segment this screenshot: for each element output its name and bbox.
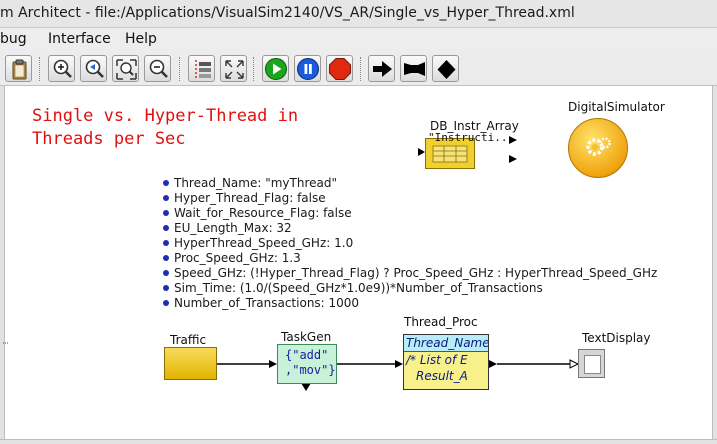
menu-bar: bug Interface Help xyxy=(0,28,717,52)
title-bar: m Architect - file:/Applications/VisualS… xyxy=(0,0,717,28)
db-instr-array-block[interactable] xyxy=(425,138,475,169)
zoom-fit-button[interactable] xyxy=(112,55,139,82)
taskgen-line-2: ,"mov"} xyxy=(285,363,336,377)
menu-help[interactable]: Help xyxy=(125,31,157,47)
zoom-in-button[interactable] xyxy=(48,55,75,82)
param-proc-speed[interactable]: Proc_Speed_GHz: 1.3 xyxy=(163,251,657,266)
zoom-out-icon xyxy=(149,59,168,78)
stop-icon xyxy=(329,58,351,80)
window-title: m Architect - file:/Applications/VisualS… xyxy=(0,5,575,21)
clipboard-icon xyxy=(12,59,27,80)
menu-debug[interactable]: bug xyxy=(0,31,27,47)
fullscreen-icon xyxy=(225,60,244,79)
db-instr-array-value: "Instructi.. xyxy=(428,131,508,144)
annotation-line-2[interactable]: Threads per Sec xyxy=(32,129,186,149)
run-button[interactable] xyxy=(262,55,289,82)
zoom-out-button[interactable] xyxy=(144,55,171,82)
flag-icon xyxy=(404,62,425,76)
digital-simulator-label: DigitalSimulator xyxy=(568,100,665,114)
stop-button[interactable] xyxy=(326,55,353,82)
step-forward-button[interactable] xyxy=(368,55,395,82)
annotation-line-1[interactable]: Single vs. Hyper-Thread in xyxy=(32,106,299,126)
param-number-of-transactions[interactable]: Number_of_Transactions: 1000 xyxy=(163,296,657,311)
paste-button[interactable] xyxy=(5,55,32,82)
arrow-right-icon xyxy=(373,61,392,77)
menu-interface[interactable]: Interface xyxy=(48,31,111,47)
param-eu-length-max[interactable]: EU_Length_Max: 32 xyxy=(163,221,657,236)
table-icon xyxy=(432,145,468,163)
param-hyper-thread-flag[interactable]: Hyper_Thread_Flag: false xyxy=(163,191,657,206)
pause-icon xyxy=(297,58,319,80)
diamond-button[interactable] xyxy=(432,55,459,82)
scrollbar-right[interactable] xyxy=(712,86,717,444)
param-speed-ghz[interactable]: Speed_GHz: (!Hyper_Thread_Flag) ? Proc_S… xyxy=(163,266,657,281)
toolbar xyxy=(0,52,717,86)
scrollbar-left xyxy=(0,86,5,444)
thread-proc-block[interactable]: Thread_Name /* List of E Result_A xyxy=(403,334,489,390)
parameter-list: Thread_Name: "myThread" Hyper_Thread_Fla… xyxy=(163,176,657,311)
taskgen-label: TaskGen xyxy=(281,330,332,344)
fullscreen-button[interactable] xyxy=(220,55,247,82)
run-icon xyxy=(265,58,287,80)
display-screen-icon xyxy=(584,355,601,374)
scrollbar-bottom[interactable] xyxy=(0,439,717,444)
textdisplay-label: TextDisplay xyxy=(582,331,651,345)
thread-proc-line-1: /* List of E xyxy=(406,353,468,367)
flag-button[interactable] xyxy=(400,55,427,82)
traffic-label: Traffic xyxy=(170,333,207,347)
param-wait-for-resource-flag[interactable]: Wait_for_Resource_Flag: false xyxy=(163,206,657,221)
param-hyperthread-speed[interactable]: HyperThread_Speed_GHz: 1.0 xyxy=(163,236,657,251)
stack-button[interactable] xyxy=(188,55,215,82)
traffic-block[interactable] xyxy=(164,347,217,380)
stack-icon xyxy=(195,60,211,79)
zoom-fit-icon xyxy=(116,59,137,80)
zoom-reset-icon xyxy=(85,59,104,78)
thread-proc-header: Thread_Name xyxy=(404,335,488,352)
taskgen-line-1: {"add" xyxy=(285,348,329,362)
thread-proc-line-2: Result_A xyxy=(416,369,468,383)
taskgen-block[interactable]: {"add" ,"mov"} xyxy=(277,344,337,384)
gears-icon xyxy=(586,137,611,156)
zoom-in-icon xyxy=(53,59,72,78)
diamond-icon xyxy=(437,60,456,79)
db-instr-array-label: DB_Instr_Array xyxy=(430,119,519,133)
pause-button[interactable] xyxy=(294,55,321,82)
thread-proc-label: Thread_Proc xyxy=(404,315,478,329)
param-thread-name[interactable]: Thread_Name: "myThread" xyxy=(163,176,657,191)
digital-simulator-director[interactable] xyxy=(568,118,628,178)
zoom-reset-button[interactable] xyxy=(80,55,107,82)
param-sim-time[interactable]: Sim_Time: (1.0/(Speed_GHz*1.0e9))*Number… xyxy=(163,281,657,296)
textdisplay-block[interactable] xyxy=(578,349,605,378)
